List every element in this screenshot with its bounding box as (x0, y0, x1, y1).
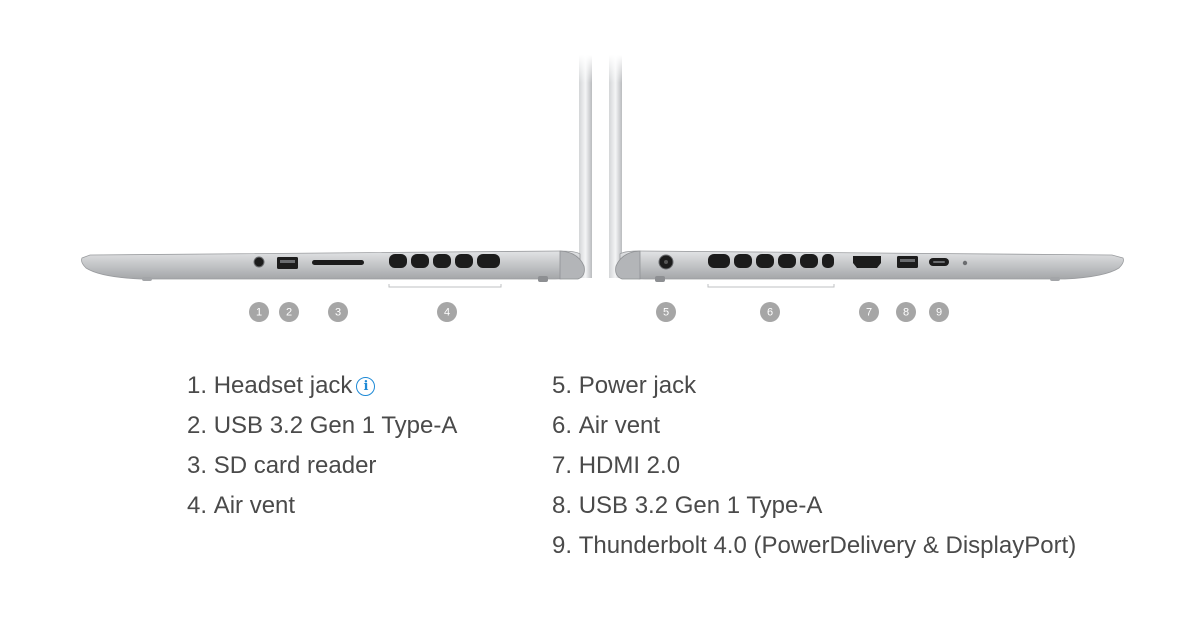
list-item: 5. Power jack (552, 366, 1076, 406)
headset-jack-port (253, 256, 265, 268)
info-icon[interactable]: i (356, 377, 376, 396)
list-item: 3. SD card reader (187, 446, 457, 486)
laptop-ports-diagram: 1 2 3 4 5 6 7 8 9 (81, 55, 1124, 322)
list-item: 9. Thunderbolt 4.0 (PowerDelivery & Disp… (552, 526, 1076, 566)
list-label: Air vent (578, 412, 661, 439)
list-item: 8. USB 3.2 Gen 1 Type-A (552, 486, 1076, 526)
callout-badge-9: 9 (929, 302, 949, 322)
callout-badge-4: 4 (437, 302, 457, 322)
list-label: Headset jack (213, 372, 353, 399)
callout-number: 8 (903, 307, 909, 319)
callout-badge-6: 6 (760, 302, 780, 322)
list-number: 4. (187, 492, 208, 519)
ports-list-right: 5. Power jack 6. Air vent 7. HDMI 2.0 8.… (552, 366, 1076, 566)
air-vent-right (708, 254, 834, 268)
list-number: 5. (552, 372, 573, 399)
callout-number: 4 (444, 307, 450, 319)
callout-badge-8: 8 (896, 302, 916, 322)
callout-badge-5: 5 (656, 302, 676, 322)
callout-number: 6 (767, 307, 773, 319)
list-item: 7. HDMI 2.0 (552, 446, 1076, 486)
list-number: 9. (552, 532, 573, 559)
list-number: 7. (552, 452, 573, 479)
list-item: 6. Air vent (552, 406, 1076, 446)
list-number: 6. (552, 412, 573, 439)
list-number: 3. (187, 452, 208, 479)
list-number: 2. (187, 412, 208, 439)
callout-number: 3 (335, 307, 341, 319)
callout-number: 5 (663, 307, 669, 319)
callout-number: 9 (936, 307, 942, 319)
list-label: Air vent (213, 492, 296, 519)
list-label: USB 3.2 Gen 1 Type-A (213, 412, 458, 439)
list-number: 1. (187, 372, 208, 399)
callout-number: 1 (256, 307, 262, 319)
laptop-right-side (609, 55, 1124, 288)
list-label: USB 3.2 Gen 1 Type-A (578, 492, 823, 519)
callout-number: 7 (866, 307, 872, 319)
callout-badge-7: 7 (859, 302, 879, 322)
list-label: Thunderbolt 4.0 (PowerDelivery & Display… (578, 532, 1077, 559)
list-number: 8. (552, 492, 573, 519)
list-item: 2. USB 3.2 Gen 1 Type-A (187, 406, 457, 446)
callout-badges: 1 2 3 4 5 6 7 8 9 (249, 302, 949, 322)
callout-badge-2: 2 (279, 302, 299, 322)
callout-badge-1: 1 (249, 302, 269, 322)
list-label: SD card reader (213, 452, 377, 479)
callout-badge-3: 3 (328, 302, 348, 322)
list-item: 4. Air vent (187, 486, 457, 526)
list-label: HDMI 2.0 (578, 452, 681, 479)
hdmi-port (853, 256, 881, 268)
callout-number: 2 (286, 307, 292, 319)
sd-card-reader-port (312, 260, 364, 265)
air-vent-left (389, 254, 500, 268)
list-label: Power jack (578, 372, 697, 399)
laptop-left-side (81, 55, 592, 288)
